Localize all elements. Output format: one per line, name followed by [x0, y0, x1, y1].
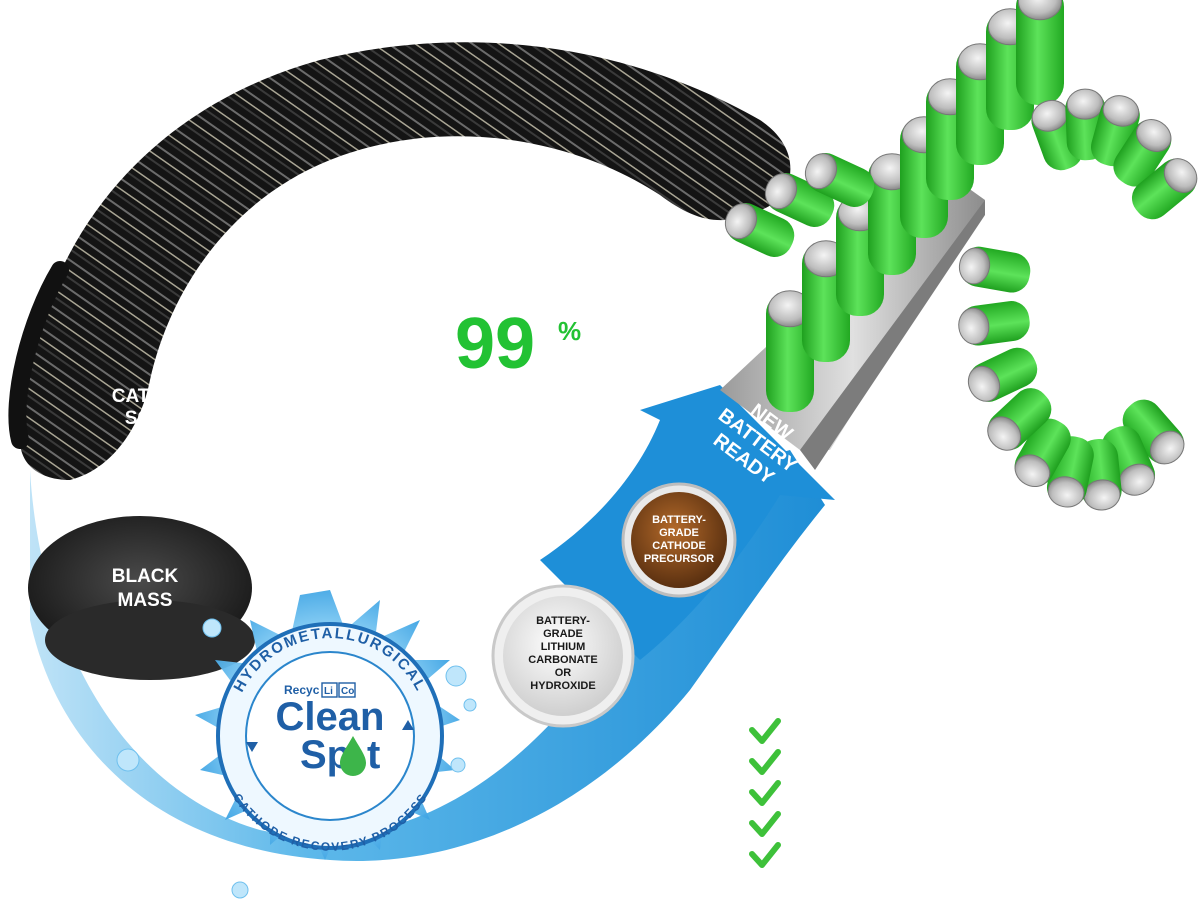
battery-tilt-25	[804, 153, 875, 207]
precursor-dish	[631, 492, 727, 588]
logo-drop-icon	[340, 736, 366, 776]
cathode-scrap-fringe	[8, 261, 69, 449]
logo-ring-arrow-right	[402, 720, 414, 730]
black-mass-pile-base	[45, 600, 255, 680]
logo-spot-t: t	[367, 733, 380, 777]
black-mass-label-line2: MASS	[118, 590, 173, 611]
cathode-scrap-label-line1: CATHODE	[112, 386, 205, 407]
percent-sign: %	[558, 316, 581, 346]
check-icon	[749, 749, 781, 775]
precursor-label: BATTERY- GRADE CATHODE PRECURSOR	[644, 514, 714, 565]
battery-standing-8	[1016, 0, 1064, 105]
logo-ring-arrow-left	[246, 742, 258, 752]
battery-ring-22	[958, 246, 1031, 293]
battery-ring-14	[1122, 399, 1185, 465]
battery-ring-12	[1113, 119, 1172, 187]
logo-brand: Recyc Li Co	[284, 682, 356, 698]
black-mass-label-line1: BLACK	[112, 566, 179, 587]
cathode-scrap-arc	[20, 42, 791, 480]
battery-ring-20	[967, 347, 1038, 402]
check-icon	[749, 780, 781, 806]
logo-brand-co: Co	[341, 686, 354, 697]
battery-rail-edge	[800, 200, 985, 470]
or-label: OR	[132, 489, 159, 509]
logo-brand-prefix: Recyc	[284, 683, 320, 697]
loop-inner-space	[240, 250, 690, 590]
cathode-scrap-label-line2: SCRAP	[125, 408, 192, 429]
lithium-label: BATTERY- GRADE LITHIUM CARBONATE OR HYDR…	[528, 615, 597, 692]
check-icon	[749, 842, 781, 868]
battery-ring-13	[1131, 158, 1198, 220]
lithium-line6: HYDROXIDE	[530, 680, 595, 692]
battery-ring-18	[1014, 418, 1071, 488]
logo-brand-li: Li	[324, 686, 333, 697]
precursor-line4: PRECURSOR	[644, 553, 714, 565]
battery-tilt-23	[724, 203, 795, 257]
battery-ring-21	[958, 301, 1030, 346]
lithium-line1: BATTERY-	[536, 615, 590, 627]
check-icon	[749, 811, 781, 837]
precursor-line2: GRADE	[659, 527, 699, 539]
lithium-line2: GRADE	[543, 628, 583, 640]
lithium-line4: CARBONATE	[528, 654, 597, 666]
battery-ring-19	[987, 388, 1052, 451]
lithium-line3: LITHIUM	[541, 641, 586, 653]
precursor-line3: CATHODE	[652, 540, 706, 552]
lithium-line5: OR	[555, 667, 572, 679]
checklist	[749, 718, 781, 868]
cleanspot-logo: HYDROMETALLURGICAL CATHODE RECOVERY PROC…	[216, 622, 444, 854]
lithium-dish	[503, 596, 623, 716]
precursor-line1: BATTERY-	[652, 514, 706, 526]
percent-value: 99	[455, 304, 535, 384]
logo-clean: Clean	[276, 695, 385, 739]
battery-loop	[724, 0, 1198, 511]
check-icon	[749, 718, 781, 744]
